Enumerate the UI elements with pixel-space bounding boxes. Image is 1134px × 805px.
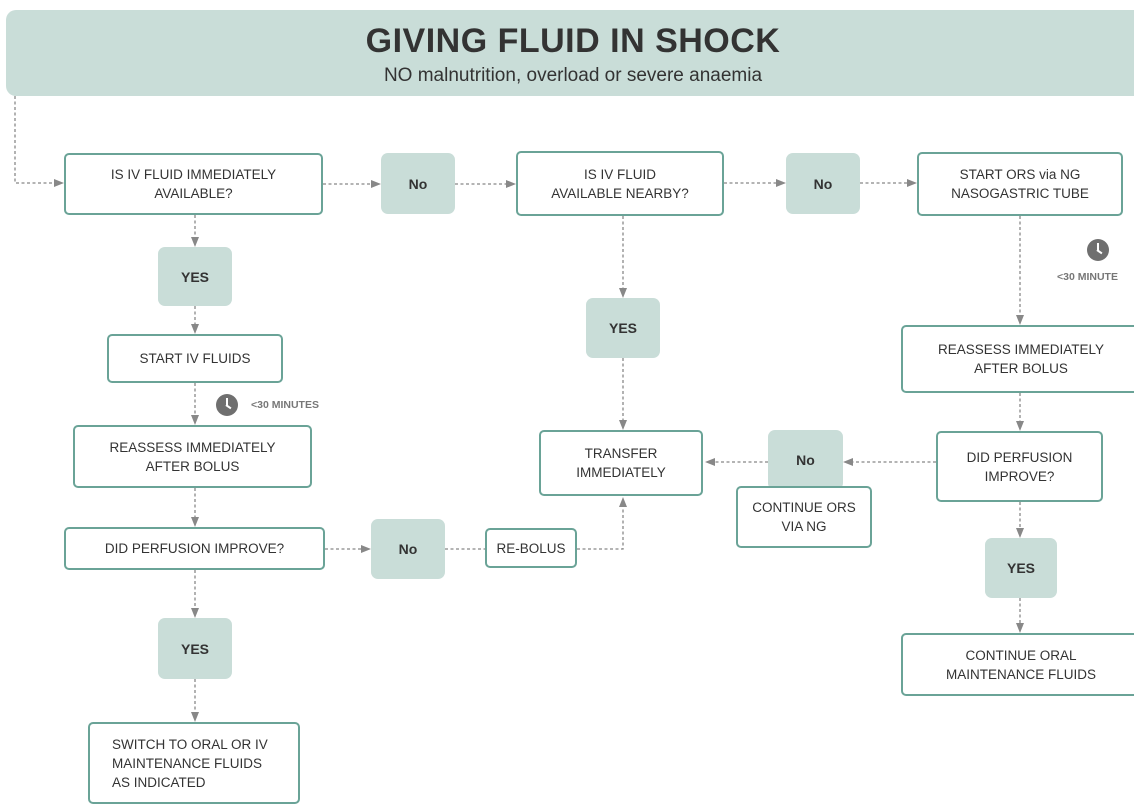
arrowhead xyxy=(1016,528,1024,538)
page-title: GIVING FLUID IN SHOCK xyxy=(365,22,781,60)
arrowhead xyxy=(371,180,381,188)
arrowhead xyxy=(619,497,627,507)
arrowhead xyxy=(506,180,516,188)
arrowhead xyxy=(907,179,917,187)
arrowhead xyxy=(1016,421,1024,431)
timer-label: <30 MINUTE xyxy=(1057,271,1118,283)
is-iv-immediately-available-box: IS IV FLUID IMMEDIATELY AVAILABLE? xyxy=(64,153,323,215)
arrowhead xyxy=(54,179,64,187)
yes-pill: YES xyxy=(158,247,232,306)
did-perfusion-improve-box: DID PERFUSION IMPROVE? xyxy=(64,527,325,570)
start-ors-via-ng-box: START ORS via NG NASOGASTRIC TUBE xyxy=(917,152,1123,216)
arrowhead xyxy=(191,324,199,334)
clock-icon xyxy=(1087,239,1109,261)
yes-pill: YES xyxy=(985,538,1057,598)
start-iv-fluids-box: START IV FLUIDS xyxy=(107,334,283,383)
page-subtitle: NO malnutrition, overload or severe anae… xyxy=(383,65,763,86)
arrowhead xyxy=(191,517,199,527)
no-pill: No xyxy=(371,519,445,579)
arrowhead xyxy=(191,608,199,618)
re-bolus-box: RE-BOLUS xyxy=(485,528,577,568)
transfer-immediately-box: TRANSFER IMMEDIATELY xyxy=(539,430,703,496)
no-pill: No xyxy=(381,153,455,214)
no-pill: No xyxy=(768,430,843,490)
arrowhead xyxy=(619,288,627,298)
arrowhead xyxy=(1016,623,1024,633)
arrowhead xyxy=(776,179,786,187)
continue-oral-maintenance-box: CONTINUE ORAL MAINTENANCE FLUIDS xyxy=(901,633,1134,696)
connector-header-to-iv-immediate xyxy=(14,96,55,184)
switch-to-oral-or-iv-box: SWITCH TO ORAL OR IV MAINTENANCE FLUIDS … xyxy=(88,722,300,804)
title-banner: GIVING FLUID IN SHOCK NO malnutrition, o… xyxy=(6,10,1134,96)
connector-rebolus-to-transfer xyxy=(577,506,624,550)
no-pill: No xyxy=(786,153,860,214)
timer-30-minutes: <30 MINUTES xyxy=(216,394,319,416)
yes-pill: YES xyxy=(586,298,660,358)
arrowhead xyxy=(191,237,199,247)
clock-icon xyxy=(216,394,238,416)
reassess-after-bolus-box: REASSESS IMMEDIATELY AFTER BOLUS xyxy=(73,425,312,488)
arrowhead xyxy=(705,458,715,466)
yes-pill: YES xyxy=(158,618,232,679)
arrowhead xyxy=(191,712,199,722)
arrowhead xyxy=(361,545,371,553)
is-iv-available-nearby-box: IS IV FLUID AVAILABLE NEARBY? xyxy=(516,151,724,216)
reassess-after-bolus-box: REASSESS IMMEDIATELY AFTER BOLUS xyxy=(901,325,1134,393)
arrowhead xyxy=(1016,315,1024,325)
did-perfusion-improve-box: DID PERFUSION IMPROVE? xyxy=(936,431,1103,502)
timer-30-minute: <30 MINUTE xyxy=(1057,239,1118,283)
arrowhead xyxy=(191,415,199,425)
timer-label: <30 MINUTES xyxy=(251,399,319,411)
arrowhead xyxy=(619,420,627,430)
continue-ors-via-ng-box: CONTINUE ORS VIA NG xyxy=(736,486,872,548)
arrowhead xyxy=(843,458,853,466)
